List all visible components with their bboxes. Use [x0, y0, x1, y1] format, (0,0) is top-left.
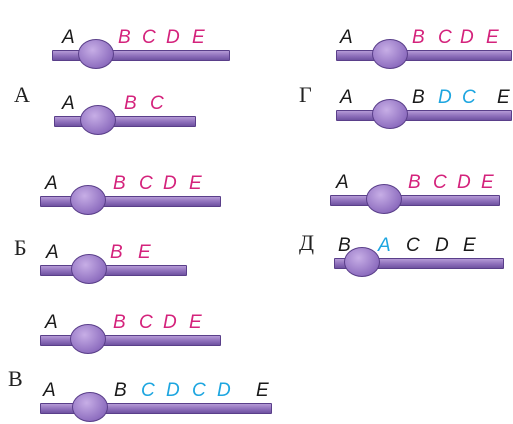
chromosome-arm	[40, 403, 272, 414]
gene-label: E	[486, 27, 499, 48]
gene-label: A	[340, 27, 353, 48]
gene-label: C	[433, 172, 447, 193]
gene-label: A	[45, 312, 58, 333]
centromere	[70, 185, 106, 215]
centromere	[344, 247, 380, 277]
gene-label: B	[110, 242, 123, 263]
gene-label: A	[340, 87, 353, 108]
chromosome-arm	[40, 265, 187, 276]
panel-label-v: В	[8, 366, 23, 391]
gene-label: C	[438, 27, 452, 48]
chromosome-arm	[336, 50, 512, 61]
gene-label: B	[338, 235, 351, 256]
gene-label: E	[481, 172, 494, 193]
chromosome-arm	[330, 195, 500, 206]
gene-label: B	[412, 87, 425, 108]
gene-label: C	[192, 380, 206, 401]
centromere	[78, 39, 114, 69]
gene-label: E	[189, 173, 202, 194]
panel-label-g: Г	[299, 82, 312, 107]
chromosome-arm	[40, 196, 221, 207]
gene-label: A	[62, 93, 75, 114]
gene-label: D	[435, 235, 449, 256]
gene-label: E	[138, 242, 151, 263]
gene-label: D	[457, 172, 471, 193]
gene-label: D	[166, 380, 180, 401]
gene-label: C	[142, 27, 156, 48]
gene-label: A	[378, 235, 391, 256]
gene-label: C	[139, 312, 153, 333]
gene-label: B	[124, 93, 137, 114]
gene-label: B	[113, 173, 126, 194]
gene-label: A	[62, 27, 75, 48]
centromere	[80, 105, 116, 135]
gene-label: D	[163, 173, 177, 194]
gene-label: D	[438, 87, 452, 108]
gene-label: C	[141, 380, 155, 401]
panel-label-d: Д	[299, 230, 315, 255]
panel-label-a: А	[14, 82, 30, 107]
gene-label: E	[497, 87, 510, 108]
centromere	[372, 99, 408, 129]
gene-label: D	[217, 380, 231, 401]
gene-label: A	[46, 242, 59, 263]
gene-label: B	[118, 27, 131, 48]
gene-label: A	[43, 380, 56, 401]
chromosome-arm	[52, 50, 230, 61]
centromere	[71, 254, 107, 284]
gene-label: D	[163, 312, 177, 333]
gene-label: E	[463, 235, 476, 256]
gene-label: E	[256, 380, 269, 401]
gene-label: A	[45, 173, 58, 194]
gene-label: D	[166, 27, 180, 48]
chromosome-arm	[40, 335, 221, 346]
gene-label: E	[192, 27, 205, 48]
gene-label: B	[114, 380, 127, 401]
chromosome-arm	[54, 116, 196, 127]
centromere	[70, 324, 106, 354]
centromere	[72, 392, 108, 422]
gene-label: B	[408, 172, 421, 193]
gene-label: A	[336, 172, 349, 193]
centromere	[372, 39, 408, 69]
centromere	[366, 184, 402, 214]
chromosome-arm	[334, 258, 504, 269]
gene-label: C	[462, 87, 476, 108]
chromosome-arm	[336, 110, 512, 121]
gene-label: C	[150, 93, 164, 114]
panel-label-b: Б	[14, 235, 27, 260]
gene-label: C	[139, 173, 153, 194]
gene-label: D	[460, 27, 474, 48]
gene-label: B	[113, 312, 126, 333]
gene-label: E	[189, 312, 202, 333]
gene-label: C	[406, 235, 420, 256]
gene-label: B	[412, 27, 425, 48]
